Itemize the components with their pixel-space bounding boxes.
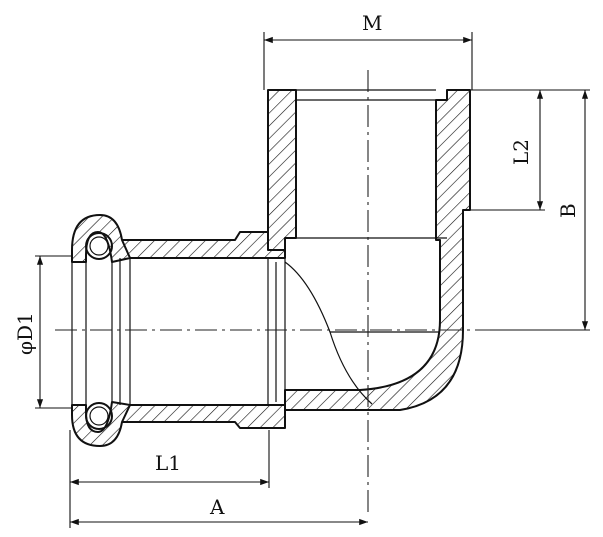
pipe-top-wall — [119, 231, 286, 259]
elbow-outer-wall — [284, 89, 471, 411]
bore-lines — [71, 89, 447, 406]
dimension-b-label: B — [556, 203, 580, 218]
o-ring-bottom-inner — [89, 406, 109, 426]
dimension-l1-label: L1 — [155, 451, 181, 475]
dimension-a: A — [69, 488, 368, 528]
section-hatching — [71, 89, 471, 447]
dimension-m-label: M — [362, 11, 382, 35]
dimension-d1: φD1 — [13, 255, 72, 409]
pipe-bottom-wall — [119, 404, 286, 429]
dimension-a-label: A — [209, 495, 225, 519]
dimension-d1-label: φD1 — [13, 312, 37, 355]
dimension-m: M — [263, 11, 473, 90]
dimension-l2-label: L2 — [509, 139, 533, 165]
o-ring-bottom — [85, 402, 113, 430]
press-collar-bottom — [71, 401, 131, 447]
dimension-l2: L2 — [470, 89, 545, 211]
dimension-b: B — [490, 89, 590, 331]
socket-left-wall — [267, 89, 297, 251]
o-ring-top-inner — [89, 236, 109, 256]
o-ring-top — [85, 232, 113, 260]
dimension-l1: L1 — [69, 430, 270, 488]
